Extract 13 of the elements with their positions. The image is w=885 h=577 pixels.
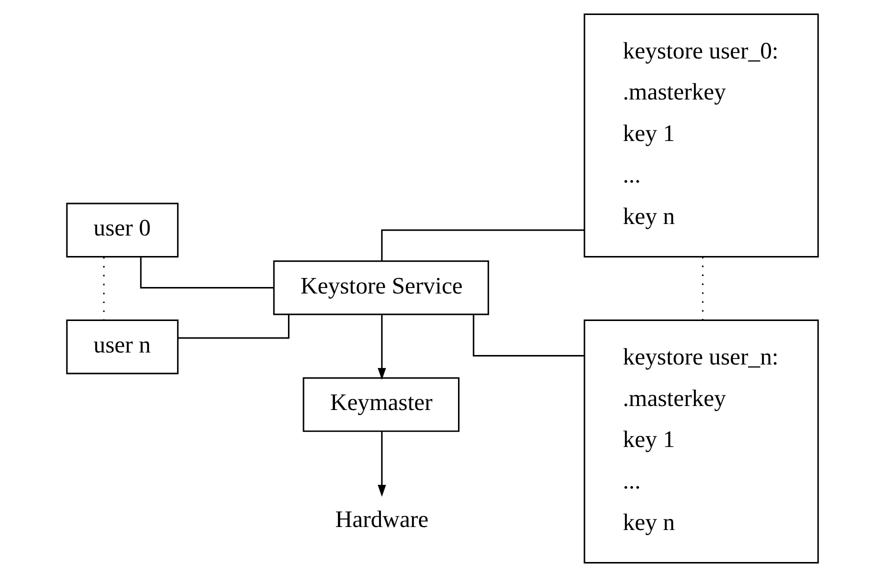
arrow xyxy=(378,314,386,380)
node-box: Keystore Service xyxy=(273,260,490,316)
node-box: keystore user_n: .masterkey key 1 ... key n xyxy=(584,320,819,564)
arrow xyxy=(378,432,386,497)
node-box: Keymaster xyxy=(302,377,460,432)
connector xyxy=(178,314,290,339)
node-box: user 0 xyxy=(66,202,179,258)
node-box: user n xyxy=(66,320,179,374)
node-text: Hardware xyxy=(335,507,428,534)
node-box: keystore user_0: .masterkey key 1 ... key n xyxy=(584,13,819,258)
connector xyxy=(140,256,274,288)
connector xyxy=(472,314,584,357)
connector xyxy=(381,229,584,261)
